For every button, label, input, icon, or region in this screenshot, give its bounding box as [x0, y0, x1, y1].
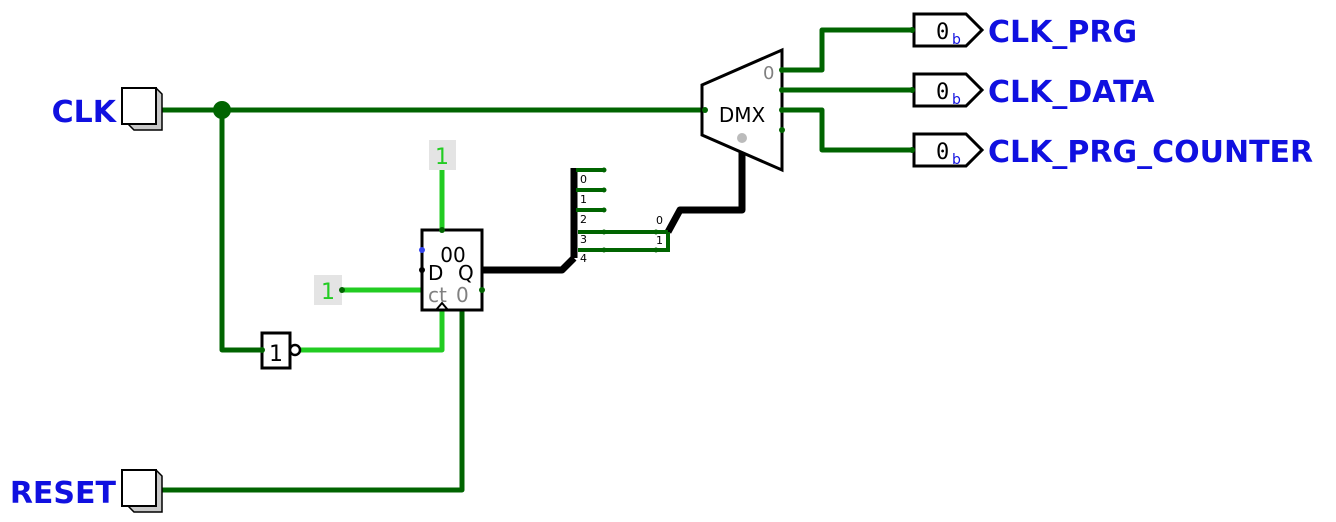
- splitter-in-4: 4: [580, 252, 587, 265]
- splitter-in-3: 3: [580, 233, 587, 246]
- splitter-in-2: 2: [580, 213, 587, 226]
- junction-clk: [213, 101, 231, 119]
- output-clk-prg-counter[interactable]: 0 b CLK_PRG_COUNTER: [912, 132, 1313, 170]
- reset-input[interactable]: RESET: [10, 469, 163, 513]
- splitter-in-0: 0: [580, 173, 587, 186]
- output-sub: b: [952, 92, 961, 108]
- counter-ct-label: ct: [428, 283, 447, 307]
- splitter-out-1: 1: [656, 234, 663, 247]
- svg-text:1: 1: [321, 280, 335, 305]
- output-value: 0: [936, 20, 949, 45]
- demux-label: DMX: [719, 103, 766, 127]
- not-gate[interactable]: 1: [260, 331, 302, 370]
- bus-wires: [482, 145, 746, 274]
- constant-left: 1: [314, 275, 342, 305]
- clk-label: CLK: [52, 95, 118, 130]
- wire-not-to-clock: [297, 307, 445, 353]
- demux-sel-label: 0: [763, 63, 774, 84]
- demux-select-dot: [737, 133, 747, 143]
- splitter-in-1: 1: [580, 193, 587, 206]
- bus-splitter-to-dmx: [664, 145, 746, 234]
- demux[interactable]: DMX 0: [700, 47, 785, 173]
- wires-light: [297, 167, 445, 353]
- not-gate-label: 1: [269, 342, 283, 367]
- counter-zero-label: 0: [456, 283, 469, 307]
- wire-dmx-out2: [779, 107, 915, 153]
- splitter-out-0: 0: [656, 214, 663, 227]
- output-label-clk-prg-counter: CLK_PRG_COUNTER: [988, 135, 1313, 170]
- constant-top: 1: [429, 140, 456, 170]
- wires-dark: [157, 27, 915, 493]
- output-clk-data[interactable]: 0 b CLK_DATA: [912, 72, 1155, 110]
- output-label-clk-data: CLK_DATA: [988, 75, 1155, 110]
- counter[interactable]: 00 D Q ct 0: [419, 228, 485, 312]
- splitter: 0 1 2 3 4 0 1: [570, 167, 663, 265]
- svg-text:1: 1: [435, 145, 449, 170]
- reset-label: RESET: [10, 476, 117, 511]
- output-value: 0: [936, 80, 949, 105]
- output-label-clk-prg: CLK_PRG: [988, 15, 1137, 50]
- output-clk-prg[interactable]: 0 b CLK_PRG: [912, 12, 1137, 50]
- clock-triangle: [435, 301, 449, 311]
- not-bubble: [288, 343, 302, 357]
- terminal-dots: [259, 27, 915, 353]
- clk-input[interactable]: CLK: [52, 87, 163, 131]
- bus-wires-thin: [578, 230, 670, 252]
- counter-d-label: D: [428, 261, 443, 285]
- wire-dmx-out0: [779, 27, 915, 73]
- counter-q-label: Q: [458, 261, 474, 285]
- bus-q-to-splitter: [482, 255, 577, 274]
- output-sub: b: [952, 152, 961, 168]
- wire-clk-to-not: [219, 107, 265, 353]
- output-sub: b: [952, 32, 961, 48]
- counter-value: 00: [440, 243, 465, 267]
- output-value: 0: [936, 140, 949, 165]
- wire-reset: [157, 307, 465, 493]
